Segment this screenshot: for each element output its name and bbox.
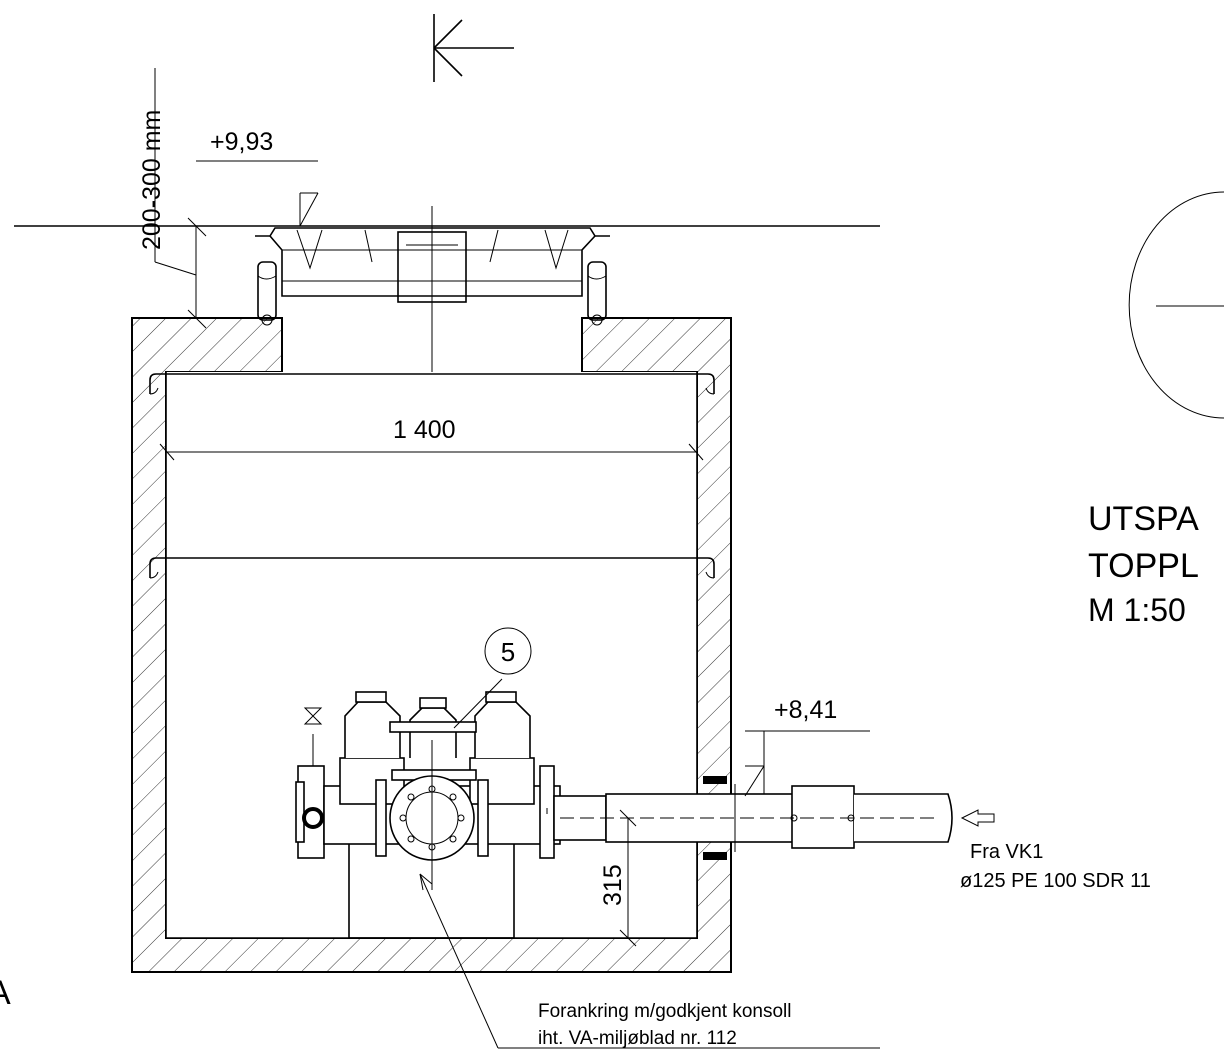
callout-label: 5 xyxy=(501,637,515,667)
flow-arrow-icon xyxy=(960,809,995,827)
ring-joint-lower xyxy=(149,557,715,579)
cover-range-label: 200-300 mm xyxy=(138,110,166,250)
depth-dimension xyxy=(619,809,637,947)
plan-view-circle xyxy=(1128,191,1224,419)
valve-assembly xyxy=(295,691,561,890)
level-top-label: +9,93 xyxy=(210,128,273,156)
level-marker-top xyxy=(196,160,319,227)
side-title-line-1: UTSPA xyxy=(1088,500,1199,538)
section-arrow-icon xyxy=(433,14,514,82)
cover-dimension xyxy=(154,68,207,329)
depth-label: 315 xyxy=(599,864,627,906)
callout-circle xyxy=(484,627,532,675)
width-label: 1 400 xyxy=(393,416,456,444)
callout-leader xyxy=(453,678,503,729)
level-marker-pipe xyxy=(744,730,870,797)
width-dimension xyxy=(159,443,704,461)
level-pipe-label: +8,41 xyxy=(774,696,837,724)
side-scale-label: M 1:50 xyxy=(1088,592,1186,628)
wall-sleeve xyxy=(703,776,736,860)
side-title-line-2: TOPPL xyxy=(1088,547,1199,585)
anchor-note-line-2: iht. VA-miljøblad nr. 112 xyxy=(538,1028,737,1049)
ring-joint-upper xyxy=(149,373,715,395)
anchor-note-line-1: Forankring m/godkjent konsoll xyxy=(538,1001,791,1022)
inlet-from-label: Fra VK1 xyxy=(970,841,1043,863)
inlet-spec-label: ø125 PE 100 SDR 11 xyxy=(960,870,1151,892)
edge-letter: A xyxy=(0,974,11,1012)
inlet-pipe xyxy=(553,785,953,849)
anchor-leader xyxy=(419,873,880,1049)
